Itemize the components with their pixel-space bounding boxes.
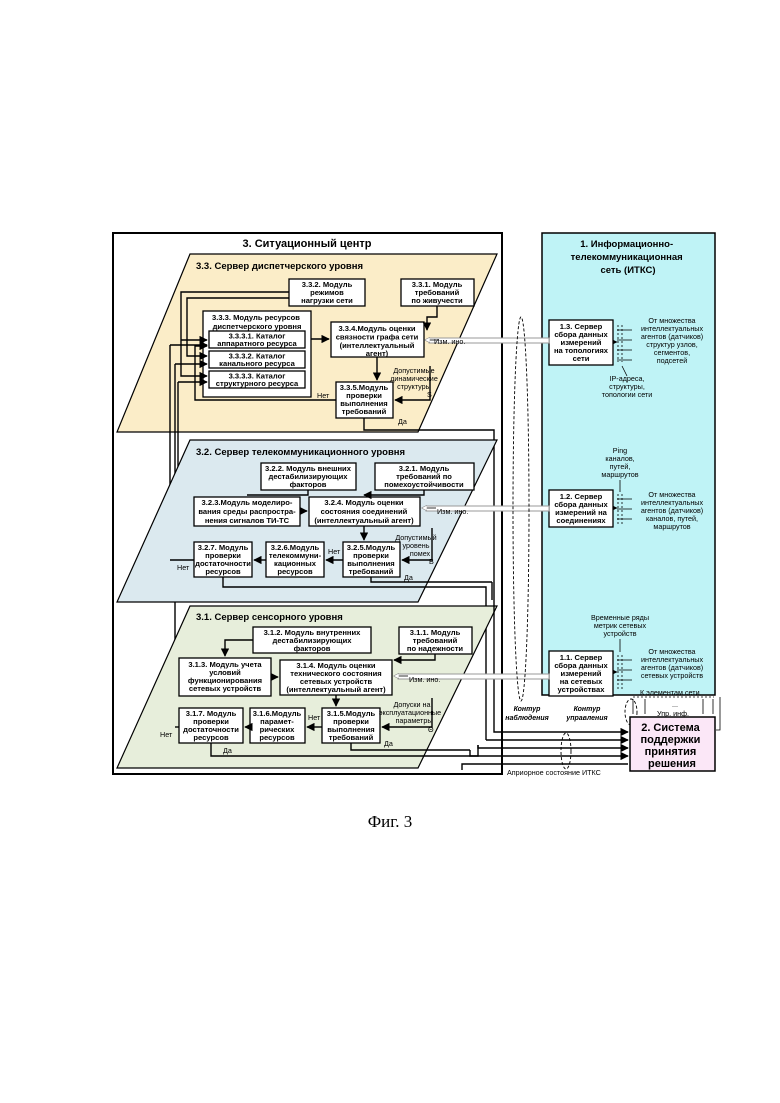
m335-label: 3.3.5.Модульпроверкивыполнениятребований [340, 383, 389, 416]
l33-input: Изм. ино. [434, 337, 465, 346]
l32-no: Нет [177, 563, 190, 572]
l31-input: Изм. ино. [409, 675, 440, 684]
m3332-label: 3.3.3.2. Каталогканального ресурса [219, 352, 295, 369]
s12-label: 1.2. Серверсбора данныхизмерений насоеди… [554, 492, 608, 525]
s11-note: От множестваинтеллектуальныхагентов (дат… [641, 647, 704, 680]
s11-label: 1.1. Серверсбора данныхизмеренийна сетев… [554, 653, 608, 694]
apriori-label: Априорное состояние ИТКС [507, 768, 601, 777]
m323-label: 3.2.3.Модуль моделиро-вания среды распро… [198, 498, 296, 525]
contour-ctrl-label: Контуруправления [565, 706, 607, 722]
m311-label: 3.1.1. Модультребованийпо надежности [407, 628, 464, 653]
l31-yes: Да [384, 739, 393, 748]
layer-3-2-title: 3.2. Сервер телекоммуникационного уровня [196, 447, 405, 458]
contour-obs-label: Контурнаблюдения [505, 706, 549, 722]
m331-label: 3.3.1. Модультребованийпо живучести [411, 280, 463, 305]
l33-no: Нет [317, 391, 330, 400]
dss-title: 2. Система поддержки принятия решения [640, 722, 703, 770]
to-elements-label: К элементам сети [640, 688, 700, 697]
l33-yes: Да [398, 417, 407, 426]
m314-label: 3.1.4. Модуль оценкитехнического состоян… [286, 661, 386, 694]
figure-caption: Фиг. 3 [0, 812, 780, 832]
m324-label: 3.2.4. Модуль оценкисостояния соединений… [314, 498, 414, 525]
l32-yes: Да [404, 573, 413, 582]
m325-label: 3.2.5.Модульпроверкивыполнениятребований [347, 543, 396, 576]
m315-label: 3.1.5.Модульпроверкивыполнениятребований [327, 709, 376, 742]
layer-3-3-title: 3.3. Сервер диспетчерского уровня [196, 261, 363, 272]
l31-yes2: Да [223, 746, 232, 755]
m313-label: 3.1.3. Модуль учетаусловийфункционирован… [188, 660, 262, 693]
l32-no2: Нет [328, 547, 341, 556]
dots-label: ... [672, 700, 678, 709]
l32-input: Изм. ино. [437, 507, 468, 516]
m333-label: 3.3.3. Модуль ресурсов диспетчерского ур… [212, 313, 302, 331]
l31-no: Нет [160, 730, 173, 739]
layer-3-1-title: 3.1. Сервер сенсорного уровня [196, 612, 343, 623]
m316-label: 3.1.6.Модульпарамет-рическихресурсов [253, 709, 302, 742]
control-label: Упр. инф. [657, 709, 689, 718]
situation-center-title: 3. Ситуационный центр [242, 238, 371, 250]
l31-no2: Нет [308, 713, 321, 722]
